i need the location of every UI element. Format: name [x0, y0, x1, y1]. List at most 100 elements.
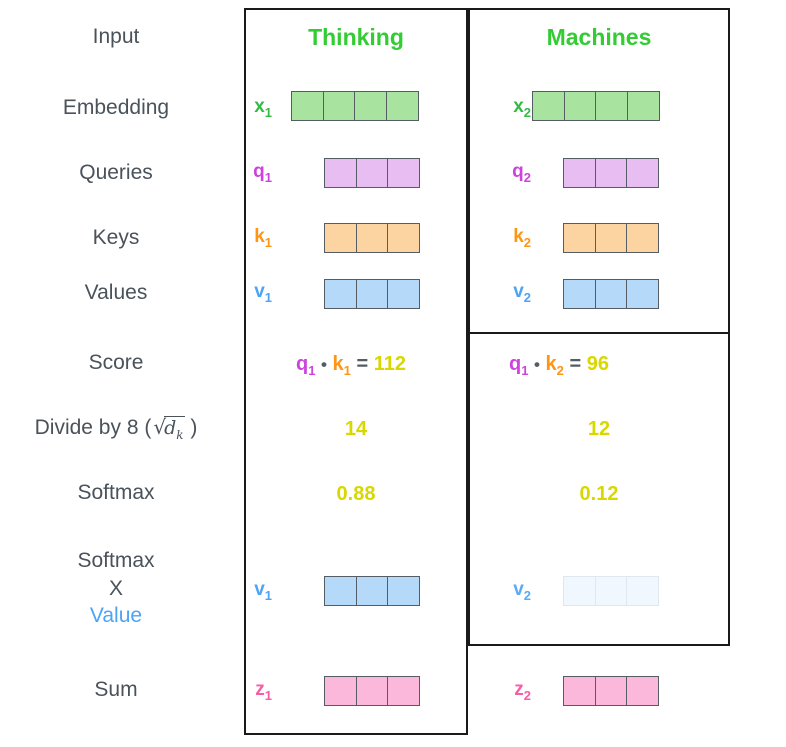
vector-cell [532, 91, 565, 121]
vector-cells-k1 [324, 223, 421, 253]
score-k-label: k1 [332, 353, 351, 378]
weighted-vector-cells-v1 [324, 576, 421, 606]
column-title-machines: Machines [546, 24, 652, 50]
equals-sign: = [356, 353, 369, 375]
row-label-keys: Keys [92, 226, 140, 249]
row-label-input: Input [92, 25, 140, 48]
row-label-values: Values [84, 281, 148, 304]
vector-cell [324, 223, 357, 253]
score-expression-thinking: q1 • k1 = 112 [296, 353, 406, 378]
vector-cells-q1 [324, 158, 421, 188]
vector-cell [563, 576, 596, 606]
column-title-thinking: Thinking [308, 24, 404, 50]
score-value: 96 [586, 353, 609, 375]
vector-label-z1: z1 [255, 679, 272, 703]
vector-cells-v1 [324, 279, 421, 309]
vector-cell [355, 158, 389, 188]
vector-cell [563, 279, 596, 309]
row-label-score: Score [88, 351, 144, 374]
vector-cell [626, 223, 660, 253]
dot-product-icon: • [534, 355, 540, 374]
divided-score-machines: 12 [587, 418, 611, 440]
vector-cell [387, 223, 421, 253]
weighted-vector-cells-v2-faded [563, 576, 660, 606]
radicand-subscript: k [176, 427, 184, 442]
vector-cell [387, 676, 421, 706]
vector-cells-k2 [563, 223, 660, 253]
score-k-label: k2 [545, 353, 564, 378]
radicand: d [164, 417, 177, 439]
vector-cell [594, 279, 628, 309]
vector-label-v1: v1 [254, 281, 272, 305]
vector-cell [594, 676, 628, 706]
vector-cell [387, 158, 421, 188]
softmax-times-value-line-1: Softmax [77, 549, 155, 572]
softmax-value-thinking: 0.88 [336, 483, 376, 505]
vector-cell [355, 279, 389, 309]
vector-cell [595, 91, 629, 121]
vector-cell [563, 676, 596, 706]
vector-label-q1: q1 [253, 161, 272, 185]
vector-cell [387, 576, 421, 606]
vector-cell [322, 91, 356, 121]
vector-cell [563, 91, 597, 121]
vector-cell [291, 91, 324, 121]
vector-label-z2: z2 [514, 679, 531, 703]
vector-cell [324, 676, 357, 706]
vector-cell [626, 91, 660, 121]
vector-cell [324, 576, 357, 606]
vector-label-x1: x1 [254, 96, 272, 120]
vector-cell [355, 223, 389, 253]
score-expression-machines: q1 • k2 = 96 [509, 353, 609, 378]
vector-cell [626, 676, 660, 706]
softmax-times-value-line-3: Value [89, 604, 143, 628]
vector-label-x2: x2 [513, 96, 531, 120]
machines-upper-frame [468, 8, 730, 332]
vector-cells-q2 [563, 158, 660, 188]
dot-product-icon: • [321, 355, 327, 374]
vector-label-q2: q2 [512, 161, 531, 185]
vector-label-k1: k1 [254, 226, 272, 250]
vector-cell [563, 158, 596, 188]
radical-icon: √ [153, 415, 167, 439]
weighted-vector-label-v2: v2 [513, 579, 531, 603]
vector-cells-v2 [563, 279, 660, 309]
vector-cell [355, 576, 389, 606]
vector-cell [385, 91, 419, 121]
vector-cell [324, 279, 357, 309]
softmax-value-machines: 0.12 [579, 483, 619, 505]
divide-prefix: Divide by 8 ( [34, 416, 152, 439]
divide-suffix: ) [190, 416, 198, 439]
row-label-divide-by-8: Divide by 8 (√dk ) [0, 415, 232, 442]
vector-cells-x2 [532, 91, 660, 121]
vector-cell [563, 223, 596, 253]
equals-sign: = [569, 353, 582, 375]
softmax-times-value-line-2: X [108, 576, 123, 600]
vector-cells-z1 [324, 676, 421, 706]
score-q-label: q1 [509, 353, 529, 378]
sqrt-dk-math: √dk [151, 415, 185, 442]
vector-cell [387, 279, 421, 309]
vector-cell [594, 576, 628, 606]
thinking-attention-frame [244, 8, 468, 735]
vector-label-v2: v2 [513, 281, 531, 305]
vector-cell [594, 223, 628, 253]
row-label-embedding: Embedding [62, 96, 170, 119]
vector-cell [626, 158, 660, 188]
vector-cell [626, 576, 660, 606]
vector-cell [626, 279, 660, 309]
score-q-label: q1 [296, 353, 316, 378]
vector-cells-x1 [291, 91, 419, 121]
vector-cells-z2 [563, 676, 660, 706]
vector-label-k2: k2 [513, 226, 531, 250]
vector-cell [355, 676, 389, 706]
weighted-vector-label-v1: v1 [254, 579, 272, 603]
row-label-softmax: Softmax [77, 481, 155, 504]
divided-score-thinking: 14 [344, 418, 368, 440]
row-label-softmax-times-value: Softmax X Value [0, 547, 232, 630]
row-label-sum: Sum [94, 678, 138, 701]
vector-cell [594, 158, 628, 188]
vector-cell [324, 158, 357, 188]
row-label-queries: Queries [79, 161, 153, 184]
